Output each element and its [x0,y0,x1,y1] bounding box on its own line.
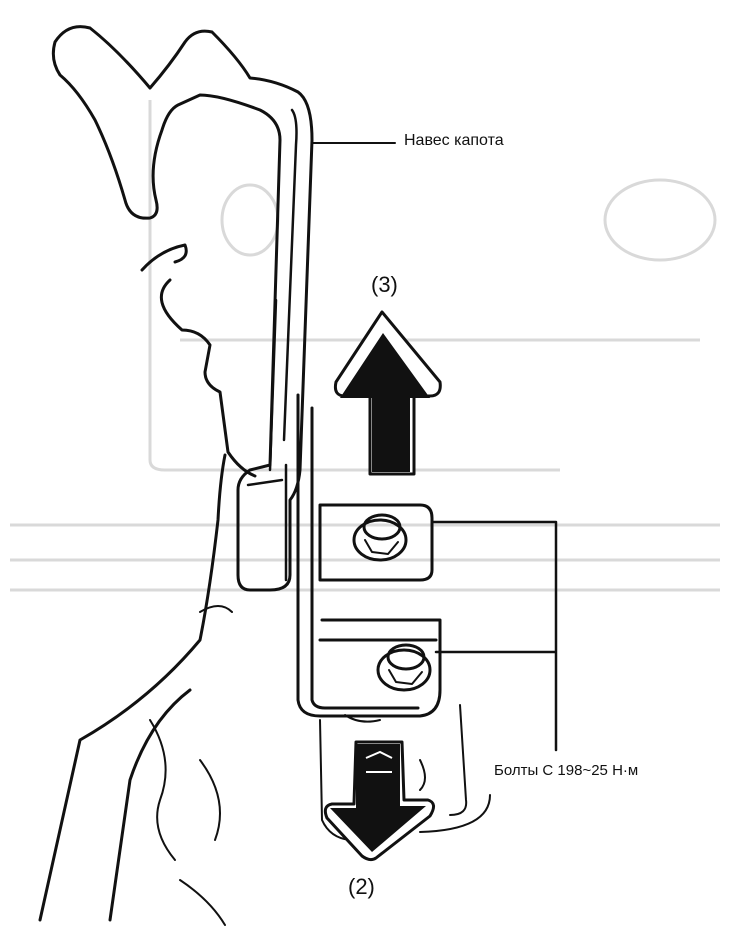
upper-bolt-plate [318,503,434,582]
upper-bolt [352,513,408,562]
lower-bolt [376,643,432,692]
hood-hinge-label: Навес капота [404,132,504,149]
hood-hinge-arm [51,25,314,592]
arrow-up-icon [333,310,442,476]
wiring-loops [199,605,426,791]
hinge-bracket [296,393,442,718]
bolts-torque-label: Болты С 198~25 Н·м [494,762,639,779]
step-3-label: (3) [371,272,398,297]
panel-wrinkle-lines [149,719,226,926]
fender-inner-line [108,688,192,922]
arrow-down-icon [323,740,435,862]
step-2-label: (2) [348,874,375,899]
hinge-inner-edge [246,108,298,487]
bolts-leader-line [430,520,558,752]
body-contour-curve [140,243,188,272]
body-outline [160,278,257,478]
